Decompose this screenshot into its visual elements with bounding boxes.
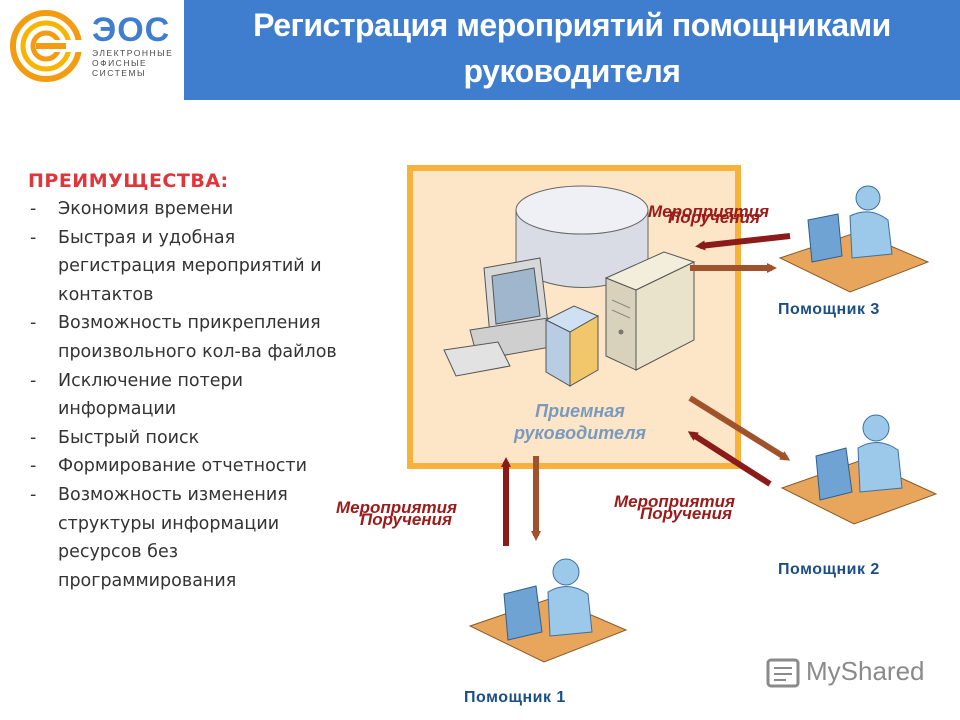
advantage-item: Быстрый поиск xyxy=(28,424,398,453)
reception-label-line-1: Приемная xyxy=(535,401,625,421)
advantage-item: Экономия времени xyxy=(28,195,398,224)
advantages-panel: ПРЕИМУЩЕСТВА: Экономия времени Быстрая и… xyxy=(28,170,398,595)
arrow-events-from-assistant-3 xyxy=(695,233,791,251)
advantage-item: Формирование отчетности xyxy=(28,452,398,481)
flow-label-tasks-1: Поручения xyxy=(360,510,453,529)
monitor-icon xyxy=(443,257,557,377)
assistant-3-label: Помощник 3 xyxy=(778,301,880,318)
title-line-2: руководителя xyxy=(463,53,681,89)
eos-logo-icon xyxy=(10,10,82,82)
logo-abbr: ЭОС xyxy=(92,11,171,49)
flow-label-events-3: Мероприятия xyxy=(648,202,770,221)
advantages-list: Экономия времени Быстрая и удобная регис… xyxy=(28,195,398,595)
logo-sub-3: СИСТЕМЫ xyxy=(92,68,147,78)
reception-label: Приемная руководителя xyxy=(470,400,690,444)
database-icon xyxy=(515,185,649,288)
server-icon xyxy=(604,251,696,371)
eos-logo: ЭОС ЭЛЕКТРОННЫЕ ОФИСНЫЕ СИСТЕМЫ xyxy=(10,8,180,90)
advantage-item: Исключение потери информации xyxy=(28,367,318,424)
flow-label-events-1: Мероприятия xyxy=(336,498,458,517)
arrow-tasks-to-assistant-2 xyxy=(688,395,791,461)
advantage-item: Быстрая и удобная регистрация мероприяти… xyxy=(28,224,358,310)
advantage-item: Возможность прикрепления произвольного к… xyxy=(28,309,378,366)
header-bar xyxy=(184,0,960,100)
assistant-1-figure xyxy=(468,558,628,663)
reception-label-line-2: руководителя xyxy=(514,423,646,443)
workstation-icon xyxy=(544,305,600,387)
assistant-3-figure xyxy=(778,185,930,293)
page-title: Регистрация мероприятий помощниками руко… xyxy=(184,2,960,94)
myshared-logo-icon xyxy=(766,658,800,688)
flow-label-tasks-2: Поручения xyxy=(640,504,733,523)
assistant-2-figure xyxy=(780,414,938,525)
logo-sub-1: ЭЛЕКТРОННЫЕ xyxy=(92,48,174,58)
arrow-events-from-assistant-2 xyxy=(687,431,772,487)
myshared-watermark: MyShared xyxy=(806,656,925,686)
title-line-1: Регистрация мероприятий помощниками xyxy=(253,7,891,43)
assistant-1-label: Помощник 1 xyxy=(464,689,566,706)
assistant-2-label: Помощник 2 xyxy=(778,561,880,578)
advantage-item: Возможность изменения структуры информац… xyxy=(28,481,318,595)
logo-sub-2: ОФИСНЫЕ xyxy=(92,58,148,68)
advantages-heading: ПРЕИМУЩЕСТВА: xyxy=(28,170,229,192)
flow-label-tasks-3: Поручения xyxy=(668,208,761,227)
flow-label-events-2: Мероприятия xyxy=(614,492,736,511)
